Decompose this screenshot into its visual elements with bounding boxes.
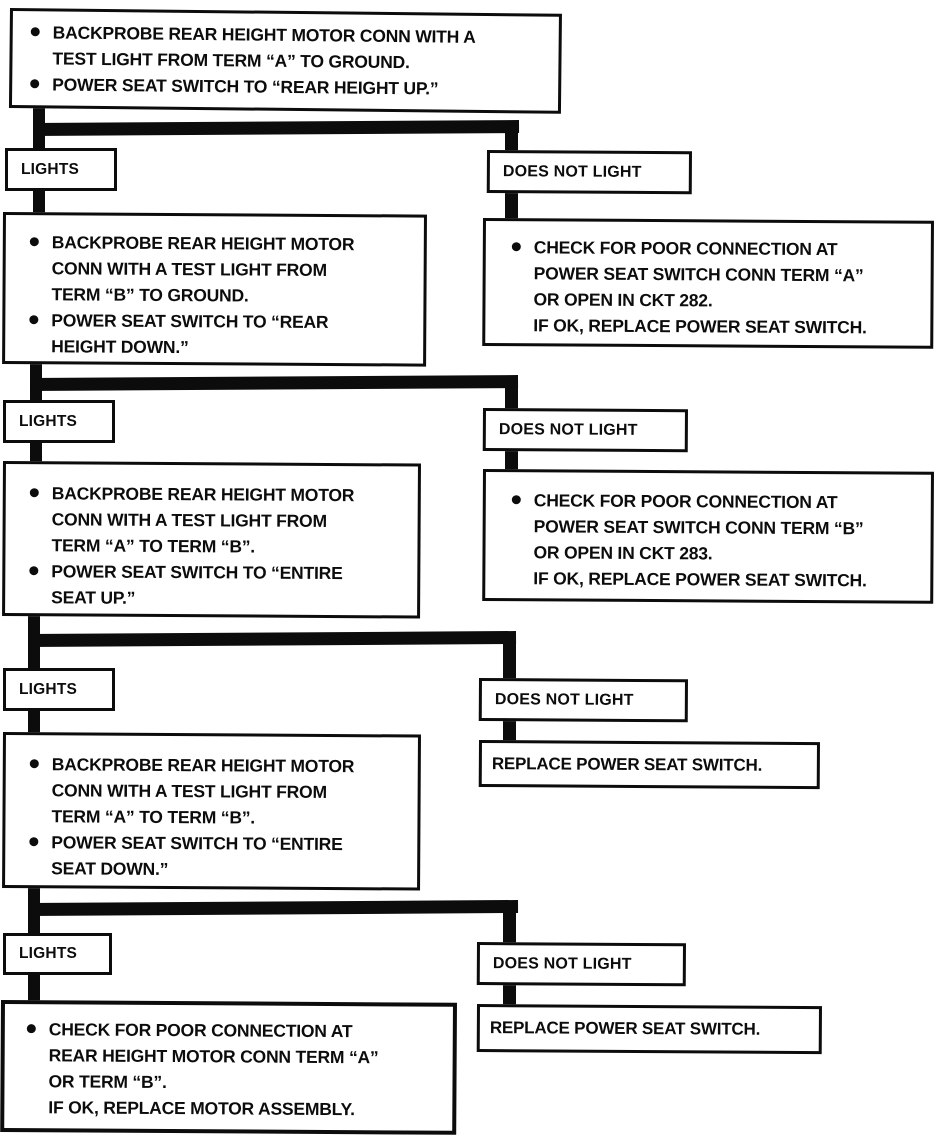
step3-box: BACKPROBE REAR HEIGHT MOTOR CONN WITH A …	[2, 461, 421, 619]
connector-dnl1-down	[505, 192, 518, 222]
lights-label-2: LIGHTS	[19, 412, 78, 430]
does-not-light-label-1: DOES NOT LIGHT	[502, 162, 642, 181]
bullet-icon	[15, 558, 51, 576]
lights-box-3: LIGHTS	[3, 668, 115, 711]
step1-instruction-1: BACKPROBE REAR HEIGHT MOTOR CONN WITH A …	[52, 22, 476, 73]
final-note: IF OK, REPLACE MOTOR ASSEMBLY.	[48, 1097, 355, 1120]
bullet-icon	[498, 234, 534, 252]
fail1-bullet-row: CHECK FOR POOR CONNECTION AT POWER SEAT …	[497, 234, 922, 315]
lights-label-3: LIGHTS	[19, 680, 78, 698]
step3-instruction-1: BACKPROBE REAR HEIGHT MOTOR CONN WITH A …	[51, 483, 355, 557]
bullet-icon	[16, 71, 52, 89]
lights-box-4: LIGHTS	[3, 933, 112, 975]
fail3-text: REPLACE POWER SEAT SWITCH.	[491, 753, 763, 775]
fail2-bullet-row: CHECK FOR POOR CONNECTION AT POWER SEAT …	[497, 487, 922, 568]
step1-instruction-2: POWER SEAT SWITCH TO “REAR HEIGHT UP.”	[52, 74, 439, 99]
fail2-instruction: CHECK FOR POOR CONNECTION AT POWER SEAT …	[533, 490, 864, 564]
connector-branch2-right-down	[505, 380, 518, 413]
connector-branch1-horizontal	[33, 120, 520, 136]
connector-branch3-right-down	[503, 638, 516, 681]
step2-bullet-row-1: BACKPROBE REAR HEIGHT MOTOR CONN WITH A …	[15, 229, 415, 309]
fail1-instruction: CHECK FOR POOR CONNECTION AT POWER SEAT …	[533, 237, 864, 311]
lights-label-1: LIGHTS	[21, 160, 80, 178]
connector-dnl2-down	[505, 448, 518, 473]
lights-box-2: LIGHTS	[3, 400, 115, 443]
step2-bullet-row-2: POWER SEAT SWITCH TO “REAR HEIGHT DOWN.”	[15, 307, 415, 361]
lights-box-1: LIGHTS	[5, 148, 117, 191]
does-not-light-box-4: DOES NOT LIGHT	[476, 942, 686, 987]
does-not-light-label-2: DOES NOT LIGHT	[498, 420, 638, 439]
does-not-light-label-4: DOES NOT LIGHT	[492, 954, 632, 973]
bullet-icon	[15, 307, 51, 325]
bullet-icon	[498, 487, 534, 505]
action-box-fail1: CHECK FOR POOR CONNECTION AT POWER SEAT …	[482, 218, 934, 349]
connector-dnl3-down	[503, 716, 516, 745]
does-not-light-box-2: DOES NOT LIGHT	[482, 408, 688, 453]
final-bullet-row: CHECK FOR POOR CONNECTION AT REAR HEIGHT…	[12, 1016, 444, 1097]
bullet-icon	[16, 229, 52, 247]
bullet-icon	[15, 829, 51, 847]
fail4-text: REPLACE POWER SEAT SWITCH.	[489, 1018, 761, 1039]
step2-box: BACKPROBE REAR HEIGHT MOTOR CONN WITH A …	[2, 212, 427, 367]
step2-instruction-2: POWER SEAT SWITCH TO “REAR HEIGHT DOWN.”	[51, 310, 329, 358]
lights-label-4: LIGHTS	[19, 945, 78, 962]
connector-dnl4-down	[503, 982, 516, 1009]
connector-lights4-down	[28, 972, 40, 1002]
action-box-fail2: CHECK FOR POOR CONNECTION AT POWER SEAT …	[482, 469, 934, 604]
step3-bullet-row-1: BACKPROBE REAR HEIGHT MOTOR CONN WITH A …	[15, 480, 409, 560]
connector-branch4-right-down	[503, 906, 516, 946]
connector-branch2-horizontal	[30, 375, 519, 391]
step4-instruction-2: POWER SEAT SWITCH TO “ENTIRE SEAT DOWN.”	[51, 832, 343, 880]
step1-bullet-row-1: BACKPROBE REAR HEIGHT MOTOR CONN WITH A …	[16, 19, 551, 77]
final-action-box: CHECK FOR POOR CONNECTION AT REAR HEIGHT…	[0, 1000, 457, 1135]
fail2-note: IF OK, REPLACE POWER SEAT SWITCH.	[533, 568, 867, 591]
final-instruction: CHECK FOR POOR CONNECTION AT REAR HEIGHT…	[48, 1019, 379, 1093]
connector-branch4-horizontal	[28, 900, 519, 916]
action-box-fail3: REPLACE POWER SEAT SWITCH.	[478, 740, 820, 790]
connector-lights3-down	[28, 706, 40, 736]
step2-instruction-1: BACKPROBE REAR HEIGHT MOTOR CONN WITH A …	[51, 232, 355, 306]
connector-branch3-horizontal	[28, 631, 517, 647]
connector-lights1-down	[33, 184, 45, 216]
step3-instruction-2: POWER SEAT SWITCH TO “ENTIRE SEAT UP.”	[51, 561, 343, 608]
step3-bullet-row-2: POWER SEAT SWITCH TO “ENTIRE SEAT UP.”	[15, 558, 409, 612]
bullet-icon	[16, 480, 52, 498]
step4-bullet-row-2: POWER SEAT SWITCH TO “ENTIRE SEAT DOWN.”	[15, 829, 409, 883]
bullet-icon	[13, 1016, 49, 1034]
step4-instruction-1: BACKPROBE REAR HEIGHT MOTOR CONN WITH A …	[51, 754, 355, 828]
does-not-light-label-3: DOES NOT LIGHT	[494, 690, 634, 709]
connector-lights2-down	[30, 438, 42, 466]
step4-bullet-row-1: BACKPROBE REAR HEIGHT MOTOR CONN WITH A …	[15, 751, 409, 831]
does-not-light-box-3: DOES NOT LIGHT	[478, 678, 688, 723]
does-not-light-box-1: DOES NOT LIGHT	[486, 150, 692, 195]
connector-branch1-right-down	[505, 126, 518, 156]
fail1-note: IF OK, REPLACE POWER SEAT SWITCH.	[533, 315, 867, 338]
bullet-icon	[16, 751, 52, 769]
step4-box: BACKPROBE REAR HEIGHT MOTOR CONN WITH A …	[2, 732, 421, 891]
step1-box: BACKPROBE REAR HEIGHT MOTOR CONN WITH A …	[8, 8, 562, 114]
action-box-fail4: REPLACE POWER SEAT SWITCH.	[476, 1004, 822, 1055]
bullet-icon	[17, 19, 53, 37]
